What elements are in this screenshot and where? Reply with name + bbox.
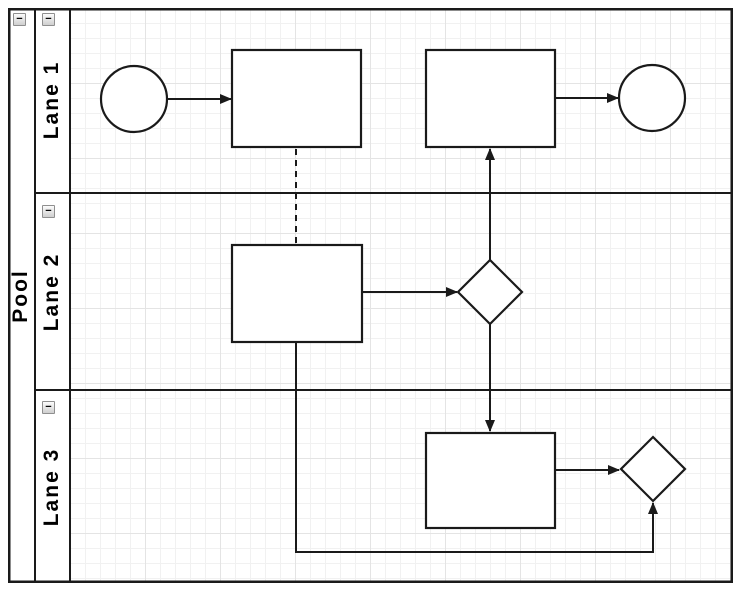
lane1-collapse-button[interactable]: − xyxy=(42,13,55,26)
task2-box[interactable] xyxy=(424,48,557,149)
flow-task3-to-gateway2[interactable] xyxy=(295,342,658,553)
end-event-circle[interactable] xyxy=(617,63,687,133)
task3-box[interactable] xyxy=(230,243,364,344)
lane3-label[interactable]: Lane 3 xyxy=(40,447,63,527)
gateway2-diamond[interactable] xyxy=(619,435,687,503)
task4-box[interactable] xyxy=(424,431,557,530)
lane2-label[interactable]: Lane 2 xyxy=(40,252,63,332)
lane3-collapse-button[interactable]: − xyxy=(42,401,55,414)
pool-border[interactable] xyxy=(8,8,733,583)
pool-collapse-button[interactable]: − xyxy=(13,13,26,26)
lane1-label[interactable]: Lane 1 xyxy=(40,60,63,140)
lane2-collapse-button[interactable]: − xyxy=(42,205,55,218)
gateway1-diamond[interactable] xyxy=(456,258,524,326)
pool-label[interactable]: Pool xyxy=(9,269,32,323)
start-event-circle[interactable] xyxy=(99,64,169,134)
task1-box[interactable] xyxy=(230,48,363,149)
